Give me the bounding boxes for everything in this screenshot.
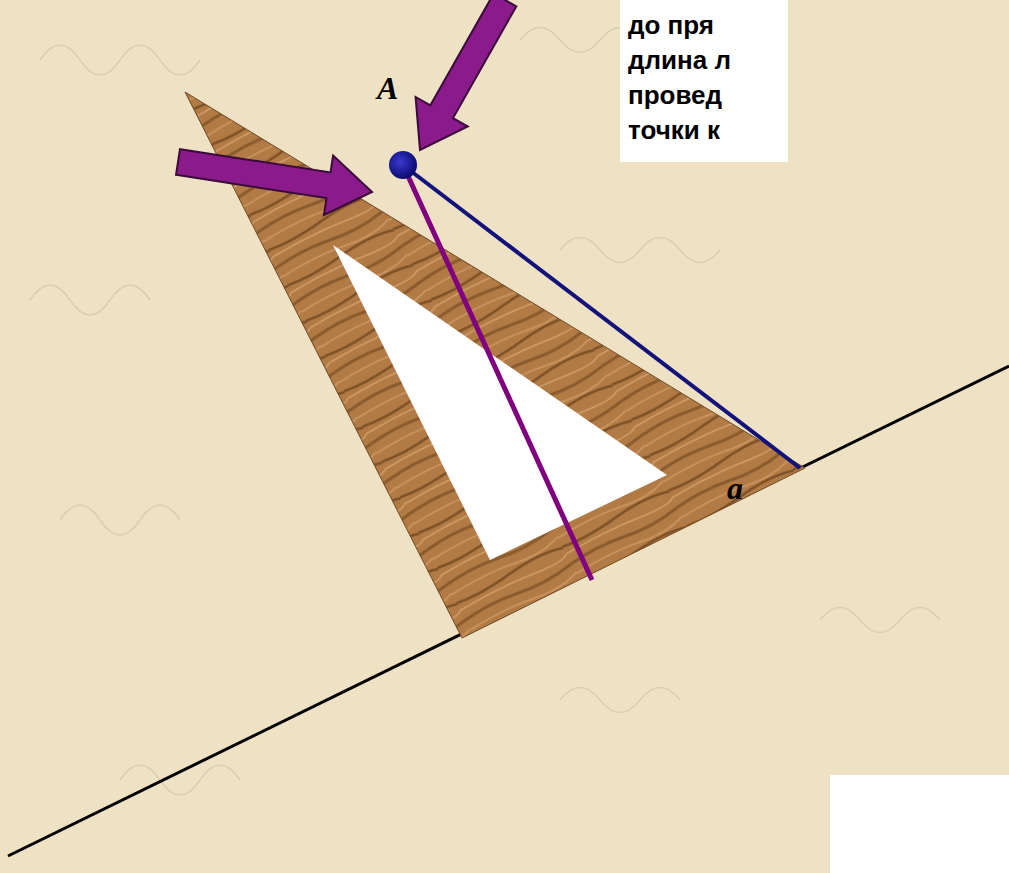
parchment-script — [30, 28, 940, 796]
point-a — [389, 151, 417, 179]
line-label: a — [727, 470, 743, 507]
pointer-arrow — [176, 149, 372, 215]
set-square-hole — [333, 245, 667, 560]
text-panel: до пря длина л провед точки к — [620, 0, 788, 162]
pointer-arrows — [176, 0, 516, 215]
point-label: A — [377, 70, 398, 107]
note-text: до пря длина л провед точки к — [628, 8, 780, 148]
pointer-arrow — [416, 0, 517, 150]
blank-panel — [830, 775, 1009, 873]
perpendicular — [403, 165, 592, 580]
slant-line — [403, 165, 800, 468]
